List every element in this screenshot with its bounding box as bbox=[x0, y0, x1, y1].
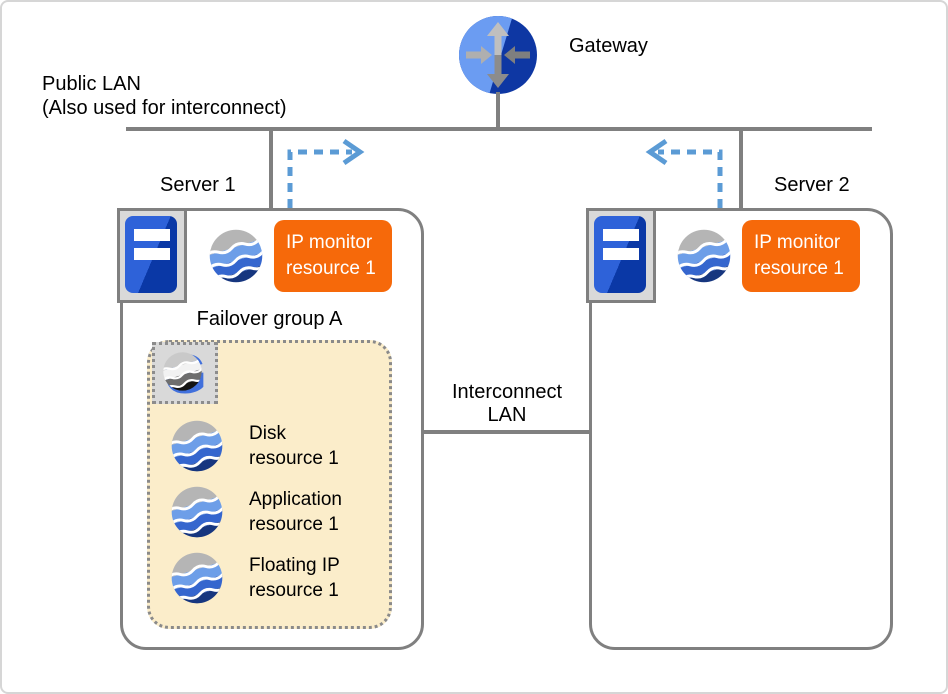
interconnect-line2: LAN bbox=[487, 404, 527, 426]
server1-lan-connector bbox=[269, 131, 273, 208]
gateway-label: Gateway bbox=[569, 35, 648, 57]
floating-ip-resource-label: Floating IP resource 1 bbox=[249, 555, 340, 601]
server2-ipmonitor-badge: IP monitor resource 1 bbox=[742, 220, 860, 292]
public-lan-line bbox=[126, 127, 872, 131]
server1-label: Server 1 bbox=[160, 174, 236, 196]
gateway-connector-line bbox=[496, 92, 500, 131]
server2-label: Server 2 bbox=[774, 174, 850, 196]
failover-group-title: Failover group A bbox=[196, 308, 343, 330]
public-lan-label: Public LAN (Also used for interconnect) bbox=[42, 72, 287, 120]
server-tower bbox=[594, 216, 646, 293]
server1-server-icon bbox=[117, 208, 187, 303]
disk-resource-icon bbox=[170, 419, 224, 473]
interconnect-lan-label: Interconnect LAN bbox=[432, 381, 582, 427]
server-tower bbox=[125, 216, 177, 293]
failover-group-icon: G bbox=[152, 342, 218, 404]
ipmonitor-line1: IP monitor bbox=[286, 232, 373, 253]
interconnect-line1: Interconnect bbox=[451, 381, 563, 403]
application-resource-label: Application resource 1 bbox=[249, 489, 342, 535]
server2-ipmonitor-resource-icon bbox=[676, 228, 732, 284]
ipmonitor-line2: resource 1 bbox=[286, 258, 376, 279]
monitor-arrow-server1-icon bbox=[287, 138, 365, 208]
disk-resource-label: Disk resource 1 bbox=[249, 423, 339, 469]
application-resource-icon bbox=[170, 485, 224, 539]
public-lan-line2: (Also used for interconnect) bbox=[42, 97, 287, 119]
server2-server-icon bbox=[586, 208, 656, 303]
server1-ipmonitor-resource-icon bbox=[208, 228, 264, 284]
interconnect-lan-line bbox=[424, 430, 589, 434]
gateway-icon bbox=[459, 16, 537, 94]
server1-ipmonitor-badge: IP monitor resource 1 bbox=[274, 220, 392, 292]
public-lan-line1: Public LAN bbox=[42, 73, 141, 95]
ipmonitor-line1: IP monitor bbox=[754, 232, 841, 253]
floating-ip-resource-icon bbox=[170, 551, 224, 605]
server2-lan-connector bbox=[739, 131, 743, 208]
ipmonitor-line2: resource 1 bbox=[754, 258, 844, 279]
monitor-arrow-server2-icon bbox=[645, 138, 723, 208]
